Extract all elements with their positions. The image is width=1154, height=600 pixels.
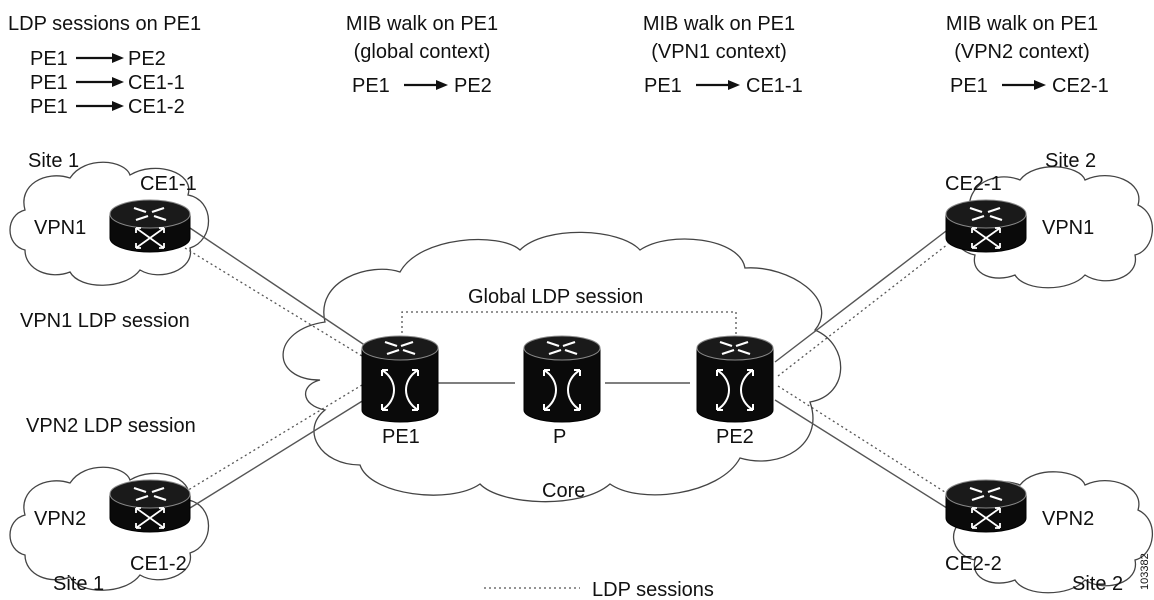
mib-walk-context: (VPN1 context) <box>651 41 787 63</box>
arrowhead-icon <box>436 80 448 90</box>
mib-walk-context: (global context) <box>354 41 491 63</box>
mib-walk-from: PE1 <box>644 75 682 97</box>
switch-pe2-icon <box>695 334 775 424</box>
mib-walk-from: PE1 <box>352 75 390 97</box>
physical-links <box>189 227 951 511</box>
mib-walk-to: CE1-1 <box>746 75 803 97</box>
site2-top-cloud <box>953 166 1154 289</box>
ldp-sessions-title: LDP sessions on PE1 <box>8 13 201 35</box>
vpn2-session-label: VPN2 LDP session <box>26 415 196 437</box>
ldp-session-from: PE1 <box>30 48 68 70</box>
ldp-session-to: CE1-2 <box>128 96 185 118</box>
mib-walk-title: MIB walk on PE1 <box>946 13 1098 35</box>
figure-id: 103382 <box>1139 553 1151 590</box>
mib-walk-context: (VPN2 context) <box>954 41 1090 63</box>
arrowhead-icon <box>728 80 740 90</box>
vpn2-right-label: VPN2 <box>1042 508 1094 530</box>
pe2-label: PE2 <box>716 426 754 448</box>
mib-walk-from: PE1 <box>950 75 988 97</box>
mib-walk-to: CE2-1 <box>1052 75 1109 97</box>
p-label: P <box>553 426 566 448</box>
ldp-session-from: PE1 <box>30 72 68 94</box>
router-ce1-2-icon <box>108 478 192 534</box>
arrowhead-icon <box>112 53 124 63</box>
mib-walk-vpn1-panel: MIB walk on PE1 (VPN1 context) PE1 CE1-1 <box>643 13 803 97</box>
switch-p-icon <box>522 334 602 424</box>
site1-top-label: Site 1 <box>28 150 79 172</box>
ldp-session-to: PE2 <box>128 48 166 70</box>
mib-walk-vpn2-panel: MIB walk on PE1 (VPN2 context) PE1 CE2-1 <box>946 13 1109 97</box>
mib-walk-global-panel: MIB walk on PE1 (global context) PE1 PE2 <box>346 13 498 97</box>
link-pe2-ce2-1 <box>774 227 951 363</box>
vpn1-left-label: VPN1 <box>34 217 86 239</box>
mib-walk-title: MIB walk on PE1 <box>643 13 795 35</box>
site1-bottom-label: Site 1 <box>53 573 104 595</box>
legend-label: LDP sessions <box>592 579 714 600</box>
ldp-sessions-panel: LDP sessions on PE1 PE1 PE2 PE1 CE1-1 PE… <box>8 13 201 118</box>
ce2-2-label: CE2-2 <box>945 553 1002 575</box>
router-ce2-1-icon <box>944 198 1028 254</box>
router-ce2-2-icon <box>944 478 1028 534</box>
switch-pe1-icon <box>360 334 440 424</box>
ldp-line-pe2-ce2-1 <box>777 243 949 377</box>
site1-top-cloud <box>9 161 210 286</box>
ce1-1-label: CE1-1 <box>140 173 197 195</box>
arrowhead-icon <box>112 77 124 87</box>
ldp-session-lines <box>184 243 949 495</box>
ldp-line-pe2-ce2-2 <box>777 385 949 495</box>
vpn2-left-label: VPN2 <box>34 508 86 530</box>
vpn1-right-label: VPN1 <box>1042 217 1094 239</box>
ce1-2-label: CE1-2 <box>130 553 187 575</box>
mib-walk-to: PE2 <box>454 75 492 97</box>
router-ce1-1-icon <box>108 198 192 254</box>
link-pe2-ce2-2 <box>774 399 951 511</box>
vpn1-session-label: VPN1 LDP session <box>20 310 190 332</box>
link-ce1-2-pe1 <box>189 394 373 509</box>
arrowhead-icon <box>1034 80 1046 90</box>
pe1-label: PE1 <box>382 426 420 448</box>
ce2-1-label: CE2-1 <box>945 173 1002 195</box>
ldp-session-from: PE1 <box>30 96 68 118</box>
core-label: Core <box>542 480 585 502</box>
ldp-session-to: CE1-1 <box>128 72 185 94</box>
global-session-label: Global LDP session <box>468 286 643 308</box>
arrowhead-icon <box>112 101 124 111</box>
legend: LDP sessions <box>484 579 714 600</box>
link-ce1-1-pe1 <box>189 227 373 351</box>
site2-top-label: Site 2 <box>1045 150 1096 172</box>
mib-walk-title: MIB walk on PE1 <box>346 13 498 35</box>
site2-bottom-label: Site 2 <box>1072 573 1123 595</box>
